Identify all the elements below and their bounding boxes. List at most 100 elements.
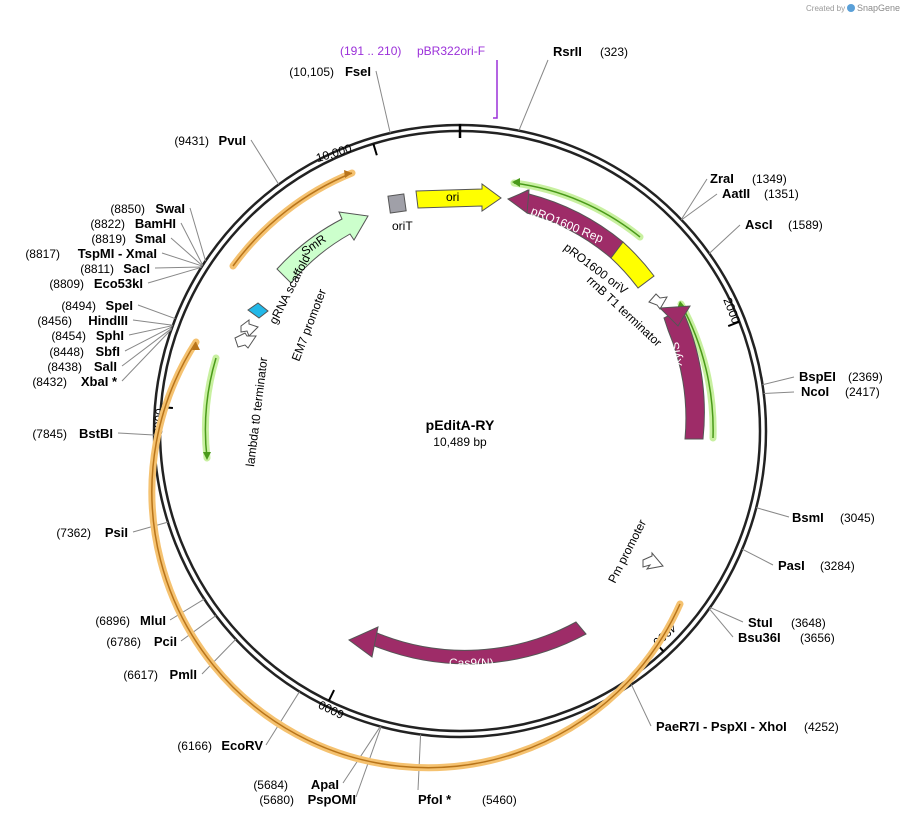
site-mlui[interactable]: MluI(6896) [95, 613, 166, 628]
site-leader-bamhi [180, 222, 204, 266]
site-bsu36i[interactable]: Bsu36I (3656) [738, 630, 835, 645]
site-position-paer7i-pspxi-xhoi: (4252) [804, 720, 839, 734]
ori-label: ori [446, 190, 459, 204]
site-xbai[interactable]: XbaI *(8432) [32, 374, 118, 389]
site-position-bsu36i: (3656) [800, 631, 835, 645]
site-leader-zrai [680, 178, 708, 220]
site-leader-paer7i-pspxi-xhoi [630, 684, 652, 727]
green-arc-top-right-arrowhead [512, 178, 520, 187]
site-sphi[interactable]: SphI(8454) [51, 328, 124, 343]
site-leader-saci [154, 266, 202, 269]
site-name-tspmi-xmai: TspMI - XmaI [78, 246, 157, 261]
site-position-ncoi: (2417) [845, 385, 880, 399]
site-position-bamhi: (8822) [90, 217, 125, 231]
orit-block [387, 193, 407, 214]
primer-pbr322ori-f[interactable]: (191 .. 210) pBR322ori-F [340, 44, 498, 119]
site-smai[interactable]: SmaI(8819) [91, 231, 166, 246]
lambda-t0-terminator-label: lambda t0 terminator [243, 356, 270, 467]
orange-arc-top-arrowhead [344, 170, 352, 178]
site-apai[interactable]: ApaI(5684) [253, 777, 339, 792]
green-arc-left-arrowhead [203, 452, 211, 460]
site-position-zrai: (1349) [752, 172, 787, 186]
feature-grna-scaffold[interactable]: gRNA scaffold [247, 252, 313, 326]
site-rsrii[interactable]: RsrII(323) [553, 44, 628, 59]
site-name-spei: SpeI [106, 298, 133, 313]
primer-position: (191 .. 210) [340, 44, 401, 58]
site-swai[interactable]: SwaI(8850) [110, 201, 185, 216]
site-paer7i-pspxi-xhoi[interactable]: PaeR7I - PspXI - XhoI (4252) [656, 719, 839, 734]
site-tspmi-xmai[interactable]: TspMI - XmaI (8817) [25, 246, 157, 261]
site-bamhi[interactable]: BamHI (8822) [90, 216, 176, 231]
site-name-hindiii: HindIII [88, 313, 128, 328]
site-fsei[interactable]: FseI(10,105) [289, 64, 371, 79]
green-arc-top-right [513, 182, 641, 238]
site-labels: RsrII(323) ZraI(1349)AatII(1351) AscI(1589… [25, 44, 882, 807]
site-position-sphi: (8454) [51, 329, 86, 343]
site-pspomi[interactable]: PspOMI(5680) [259, 792, 356, 807]
feature-lambda-t0-terminator[interactable]: lambda t0 terminator [234, 332, 270, 467]
site-sbfi[interactable]: SbfI (8448) [49, 344, 120, 359]
site-hindiii[interactable]: HindIII(8456) [37, 313, 128, 328]
site-position-bspei: (2369) [848, 370, 883, 384]
site-psii[interactable]: PsiI(7362) [56, 525, 128, 540]
site-bsmi[interactable]: BsmI(3045) [792, 510, 875, 525]
site-name-ncoi: NcoI [801, 384, 829, 399]
site-ncoi[interactable]: NcoI (2417) [801, 384, 880, 399]
site-leader-hindiii [132, 319, 173, 326]
site-position-mlui: (6896) [95, 614, 130, 628]
feature-smr[interactable]: SmR [276, 211, 369, 284]
site-spei[interactable]: SpeI (8494) [61, 298, 133, 313]
orange-arc-big-glow [148, 338, 684, 772]
snapgene-logo-icon [847, 4, 855, 12]
site-bspei[interactable]: BspEI(2369) [799, 369, 883, 384]
site-name-bsu36i: Bsu36I [738, 630, 781, 645]
site-name-asci: AscI [745, 217, 772, 232]
site-name-eco53ki: Eco53kI [94, 276, 143, 291]
site-pasi[interactable]: PasI(3284) [778, 558, 855, 573]
site-position-sbfi: (8448) [49, 345, 84, 359]
site-name-paer7i-pspxi-xhoi: PaeR7I - PspXI - XhoI [656, 719, 787, 734]
site-pfoi[interactable]: PfoI *(5460) [418, 792, 517, 807]
feature-pm-promoter[interactable]: Pm promoter [605, 517, 664, 585]
feature-ori[interactable]: ori [415, 183, 502, 212]
site-leader-lines [117, 59, 795, 798]
site-saci[interactable]: SacI(8811) [80, 261, 150, 276]
watermark-prefix: Created by [806, 4, 845, 13]
site-leader-bsmi [756, 507, 790, 518]
site-name-sbfi: SbfI [95, 344, 120, 359]
snapgene-watermark: Created by SnapGene [806, 3, 900, 13]
site-position-eco53ki: (8809) [49, 277, 84, 291]
site-ecorv[interactable]: EcoRV(6166) [177, 738, 263, 753]
site-name-bamhi: BamHI [135, 216, 176, 231]
site-leader-aatii [681, 193, 718, 221]
tick-mark-6000 [327, 689, 335, 702]
site-aatii[interactable]: AatII(1351) [722, 186, 799, 201]
site-asci[interactable]: AscI(1589) [745, 217, 823, 232]
site-name-bsmi: BsmI [792, 510, 824, 525]
site-position-spei: (8494) [61, 299, 96, 313]
grna-scaffold-arrow [247, 302, 269, 319]
site-leader-tspmi-xmai [161, 252, 203, 267]
lambda-t0-terminator-arrow [234, 332, 257, 349]
site-eco53ki[interactable]: Eco53kI (8809) [49, 276, 143, 291]
site-leader-ecorv [265, 691, 300, 746]
feature-xyls[interactable]: XylS [658, 305, 705, 440]
feature-cas9-n[interactable]: Cas9(N) [348, 621, 587, 670]
site-leader-sali [121, 327, 173, 367]
site-position-stui: (3648) [791, 616, 826, 630]
site-name-pmli: PmlI [170, 667, 197, 682]
site-bstbi[interactable]: BstBI(7845) [32, 426, 113, 441]
site-position-psii: (7362) [56, 526, 91, 540]
site-sali[interactable]: SalI(8438) [47, 359, 117, 374]
site-zrai[interactable]: ZraI(1349) [710, 171, 787, 186]
site-leader-eco53ki [147, 266, 202, 284]
site-pmli[interactable]: PmlI(6617) [123, 667, 197, 682]
site-position-tspmi-xmai: (8817) [25, 247, 60, 261]
site-position-pfoi: (5460) [482, 793, 517, 807]
site-leader-rsrii [518, 59, 549, 131]
feature-orit[interactable]: oriT [387, 193, 413, 233]
site-pvui[interactable]: PvuI(9431) [174, 133, 246, 148]
site-pcii[interactable]: PciI(6786) [106, 634, 177, 649]
site-stui[interactable]: StuI(3648) [748, 615, 826, 630]
